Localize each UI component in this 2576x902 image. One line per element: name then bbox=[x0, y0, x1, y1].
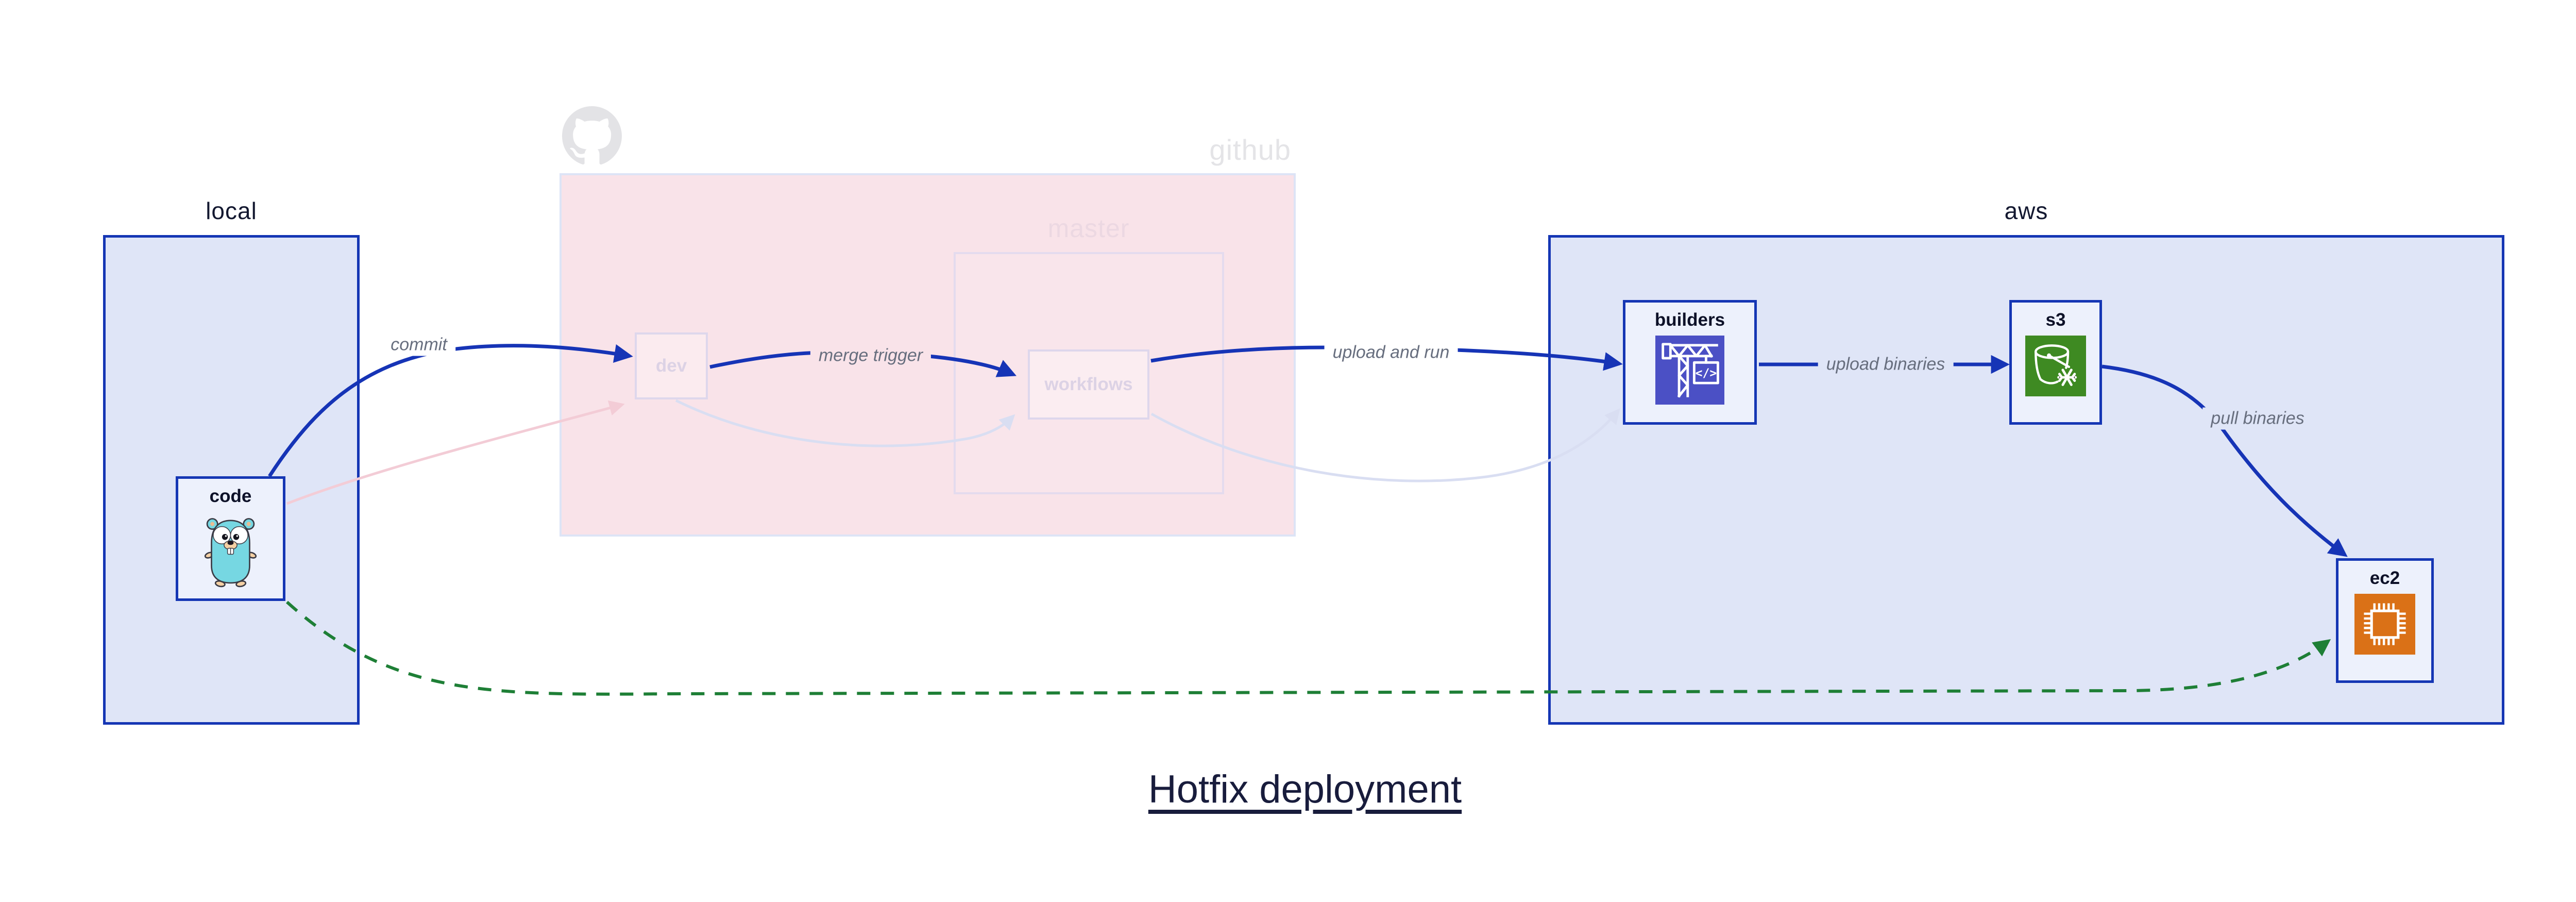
codebuild-crane-icon: </> bbox=[1625, 336, 1754, 407]
edge-label-merge-trigger: merge trigger bbox=[810, 344, 931, 367]
dev-branch-node: dev bbox=[635, 332, 708, 399]
diagram-title: Hotfix deployment bbox=[1148, 767, 1462, 811]
edge-label-commit: commit bbox=[382, 333, 455, 356]
go-gopher-icon bbox=[178, 512, 283, 591]
svg-text:</>: </> bbox=[1696, 367, 1717, 380]
workflows-node: workflows bbox=[1028, 349, 1149, 420]
aws-group-label: aws bbox=[2004, 197, 2048, 224]
master-branch-label: master bbox=[1047, 214, 1130, 243]
edge-label-upload-binaries: upload binaries bbox=[1818, 353, 1954, 376]
builders-node-label: builders bbox=[1654, 310, 1725, 330]
s3-node: s3 bbox=[2009, 300, 2102, 425]
local-group-label: local bbox=[206, 197, 257, 224]
edge-label-upload-and-run: upload and run bbox=[1324, 341, 1458, 364]
dev-node-label: dev bbox=[655, 356, 687, 376]
github-group-label: github bbox=[1209, 133, 1291, 166]
builders-node: builders </> bbox=[1623, 300, 1757, 425]
s3-node-label: s3 bbox=[2045, 310, 2066, 330]
ec2-node: ec2 bbox=[2336, 558, 2434, 683]
workflows-node-label: workflows bbox=[1044, 374, 1133, 394]
s3-bucket-snowflake-icon bbox=[2012, 336, 2099, 399]
code-node-label: code bbox=[209, 486, 252, 506]
github-octocat-icon bbox=[562, 106, 622, 166]
edge-label-pull-binaries: pull binaries bbox=[2202, 407, 2313, 430]
ec2-node-label: ec2 bbox=[2369, 568, 2400, 588]
code-node: code bbox=[176, 476, 285, 601]
ec2-chip-icon bbox=[2338, 594, 2431, 657]
